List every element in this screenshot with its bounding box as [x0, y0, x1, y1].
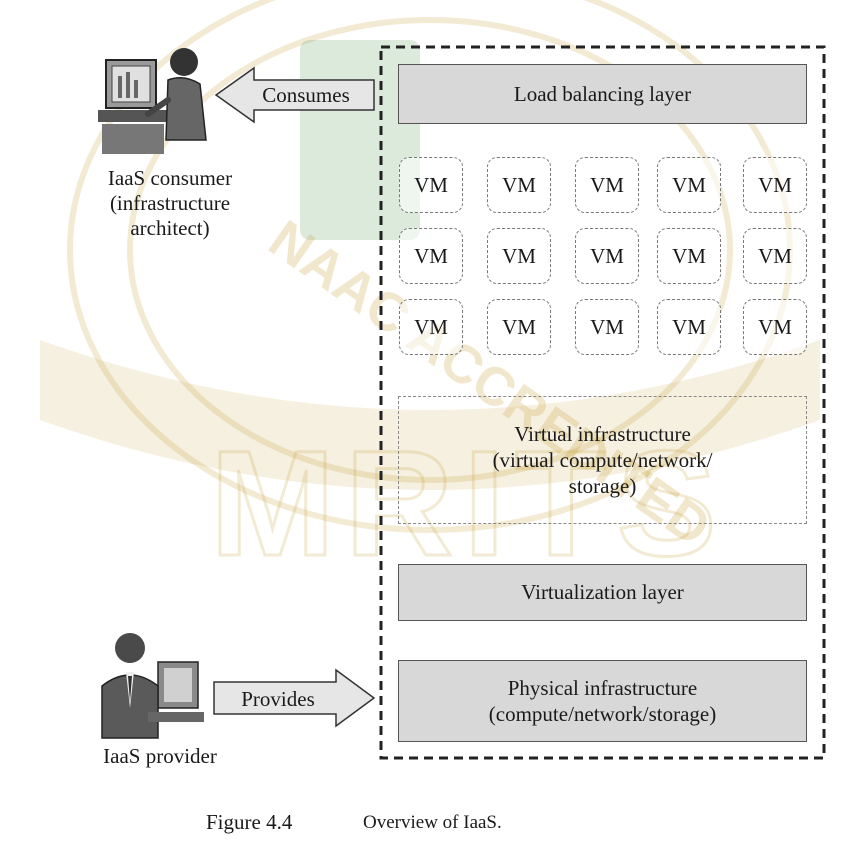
provides-label: Provides	[241, 686, 315, 711]
virtual-infrastructure-box: Virtual infrastructure (virtual compute/…	[398, 396, 807, 524]
iaas-consumer-label: IaaS consumer (infrastructure architect)	[107, 166, 233, 241]
vm-box: VM	[657, 299, 721, 355]
vm-box: VM	[399, 228, 463, 284]
vm-box: VM	[575, 157, 639, 213]
load-balancing-layer: Load balancing layer	[398, 64, 807, 124]
vm-box: VM	[487, 299, 551, 355]
vm-box: VM	[575, 299, 639, 355]
physical-infrastructure-label: Physical infrastructure (compute/network…	[488, 675, 717, 726]
businessman-icon	[101, 633, 204, 739]
vm-box: VM	[657, 157, 721, 213]
vm-box: VM	[487, 157, 551, 213]
vm-box: VM	[743, 228, 807, 284]
computer-user-icon	[98, 48, 207, 154]
load-balancing-label: Load balancing layer	[513, 81, 692, 106]
vm-box: VM	[399, 157, 463, 213]
vm-box: VM	[399, 299, 463, 355]
vm-box: VM	[657, 228, 721, 284]
vm-box: VM	[575, 228, 639, 284]
figure-caption: Overview of IaaS.	[363, 812, 502, 833]
consumes-arrow	[214, 66, 375, 124]
vm-box: VM	[743, 299, 807, 355]
virtualization-label: Virtualization layer	[521, 580, 684, 605]
virtual-infrastructure-label: Virtual infrastructure (virtual compute/…	[492, 421, 713, 499]
figure-number: Figure 4.4	[206, 810, 293, 834]
vm-box: VM	[743, 157, 807, 213]
physical-infrastructure-layer: Physical infrastructure (compute/network…	[398, 660, 807, 742]
virtualization-layer: Virtualization layer	[398, 564, 807, 621]
iaas-provider-label: IaaS provider	[103, 744, 217, 768]
consumes-label: Consumes	[262, 82, 350, 107]
provides-arrow	[213, 668, 376, 728]
vm-box: VM	[487, 228, 551, 284]
